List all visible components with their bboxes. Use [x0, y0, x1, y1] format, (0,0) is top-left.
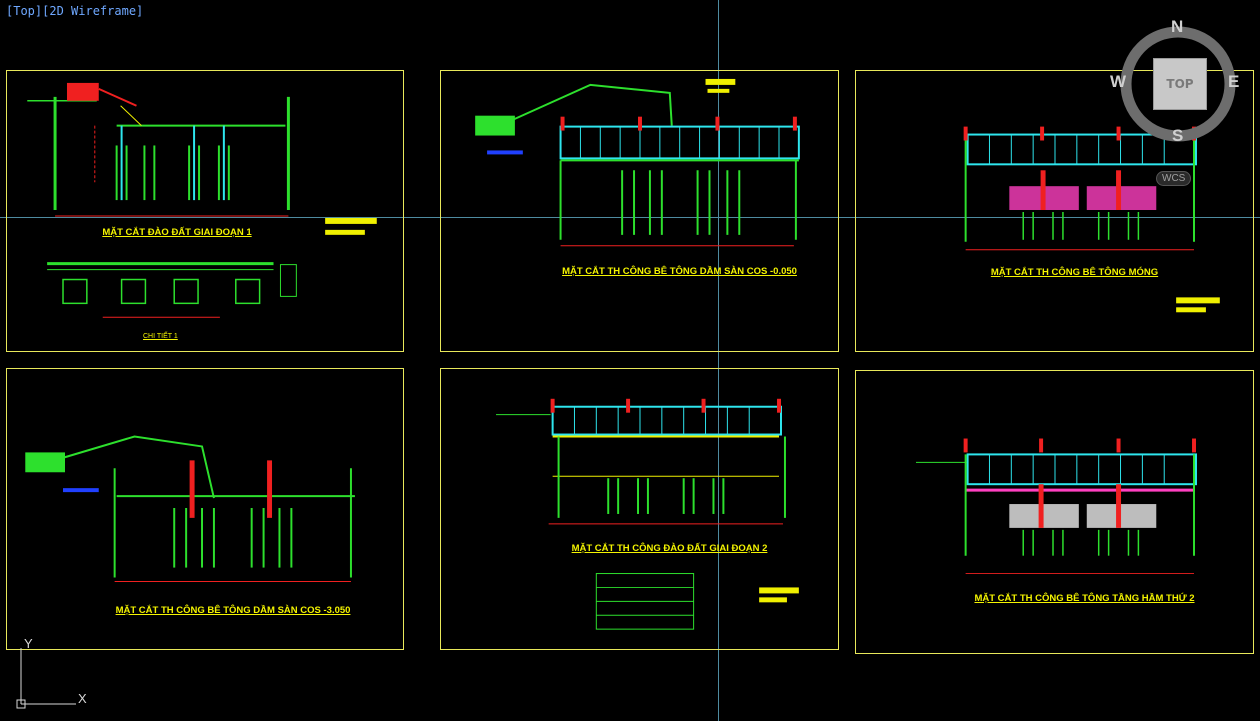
- sheet-4-title: MẶT CẮT TH CÔNG BÊ TÔNG DẦM SÀN COS -3.0…: [115, 605, 351, 616]
- crosshair-vertical: [718, 0, 719, 721]
- sheet-6[interactable]: MẶT CẮT TH CÔNG BÊ TÔNG TẦNG HẦM THỨ 2: [855, 370, 1254, 654]
- viewport-label[interactable]: [Top][2D Wireframe]: [6, 4, 143, 18]
- sheet-3-drawing: [963, 126, 1220, 313]
- sheet-2[interactable]: MẶT CẮT TH CÔNG BÊ TÔNG DẦM SÀN COS -0.0…: [440, 70, 839, 352]
- sheet-1-drawing: [27, 82, 377, 318]
- compass-west[interactable]: W: [1110, 72, 1127, 91]
- sheet-5-drawing: [496, 398, 799, 630]
- compass-south[interactable]: S: [1172, 126, 1184, 145]
- viewcube-top-face[interactable]: TOP: [1153, 58, 1207, 110]
- ucs-icon: Y X: [6, 636, 101, 716]
- ucs-y-label: Y: [24, 636, 33, 651]
- crosshair-horizontal: [0, 217, 1260, 218]
- sheet-4-drawing: [25, 435, 355, 582]
- compass-north[interactable]: N: [1171, 17, 1184, 36]
- sheet-3[interactable]: MẶT CẮT TH CÔNG BÊ TÔNG MÓNG: [855, 70, 1254, 352]
- sheet-2-title: MẶT CẮT TH CÔNG BÊ TÔNG DẦM SÀN COS -0.0…: [562, 266, 797, 277]
- sheet-5-title: MẶT CẮT TH CÔNG ĐÀO ĐẤT GIAI ĐOẠN 2: [571, 543, 768, 554]
- sheet-3-title: MẶT CẮT TH CÔNG BÊ TÔNG MÓNG: [990, 267, 1159, 278]
- viewcube[interactable]: N S E W TOP: [1108, 16, 1254, 166]
- sheet-6-drawing: [915, 438, 1197, 575]
- sheet-2-drawing: [475, 78, 800, 247]
- sheet-4[interactable]: MẶT CẮT TH CÔNG BÊ TÔNG DẦM SÀN COS -3.0…: [6, 368, 404, 650]
- sheet-6-title: MẶT CẮT TH CÔNG BÊ TÔNG TẦNG HẦM THỨ 2: [974, 593, 1195, 604]
- compass-ring[interactable]: [1108, 16, 1254, 166]
- wcs-button[interactable]: WCS: [1156, 171, 1192, 186]
- sheet-1-detail-title: CHI TIẾT 1: [143, 333, 178, 340]
- sheet-1-title: MẶT CẮT ĐÀO ĐẤT GIAI ĐOẠN 1: [102, 227, 252, 238]
- ucs-x-label: X: [78, 691, 87, 706]
- viewport-controls[interactable]: [Top][2D Wireframe]: [6, 4, 144, 18]
- sheet-5[interactable]: MẶT CẮT TH CÔNG ĐÀO ĐẤT GIAI ĐOẠN 2: [440, 368, 839, 650]
- compass-east[interactable]: E: [1228, 72, 1240, 91]
- sheet-1[interactable]: MẶT CẮT ĐÀO ĐẤT GIAI ĐOẠN 1 CHI TIẾT 1: [6, 70, 404, 352]
